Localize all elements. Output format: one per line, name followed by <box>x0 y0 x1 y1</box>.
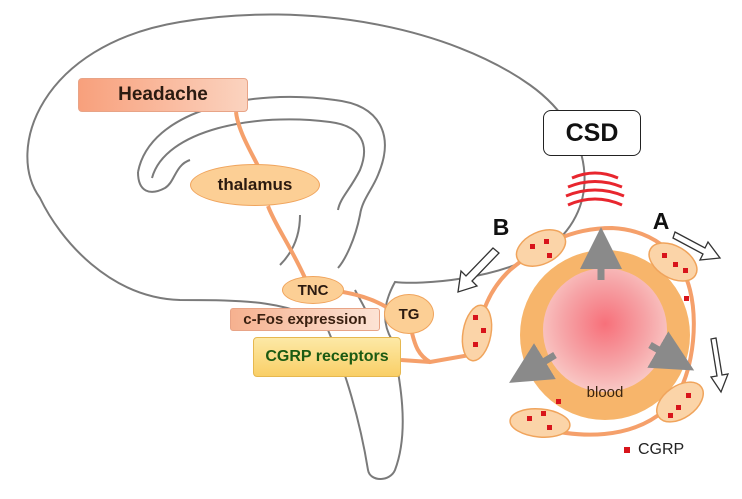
cgrp-legend: CGRP <box>624 438 714 462</box>
vessel-arrow-left <box>509 343 557 383</box>
cgrp-marker <box>683 268 688 273</box>
csd-wave-1 <box>571 171 619 180</box>
cgrp-receptors-box: CGRP receptors <box>253 337 401 377</box>
pathway-thalamus-tnc <box>266 205 307 279</box>
cgrp-marker <box>527 416 532 421</box>
csd-box: CSD <box>543 110 641 156</box>
thalamus-node: thalamus <box>190 164 320 206</box>
cgrp-markers <box>473 239 691 430</box>
arrow-b <box>457 247 500 293</box>
cgrp-legend-marker <box>624 447 630 453</box>
cfos-expression-box: c-Fos expression <box>230 308 380 331</box>
pathway-branch-receptors <box>400 358 431 364</box>
blood-lumen <box>543 268 667 392</box>
cgrp-marker <box>673 262 678 267</box>
cgrp-marker <box>544 239 549 244</box>
cgrp-marker <box>556 399 561 404</box>
csd-wave-4 <box>567 197 623 207</box>
cgrp-marker <box>668 413 673 418</box>
cgrp-marker <box>541 411 546 416</box>
cgrp-marker <box>662 253 667 258</box>
tnc-node: TNC <box>282 276 344 304</box>
csd-wave-3 <box>565 188 625 198</box>
cgrp-marker <box>481 328 486 333</box>
label-a: A <box>652 207 670 234</box>
pathway-headache-thalamus <box>234 111 260 167</box>
cgrp-legend-label: CGRP <box>638 441 685 458</box>
headache-box: Headache <box>78 78 248 112</box>
nerve-ending-left <box>461 304 493 362</box>
blood-label: blood <box>586 383 624 401</box>
cgrp-marker <box>530 244 535 249</box>
corpus-callosum-inner <box>151 118 365 211</box>
csd-wave-2 <box>567 180 623 189</box>
nerve-ending-right <box>656 381 704 423</box>
cgrp-marker <box>686 393 691 398</box>
arrow-a-right <box>709 337 730 394</box>
cgrp-marker <box>547 253 552 258</box>
pathway-tnc-tg <box>342 290 390 310</box>
cgrp-marker <box>676 405 681 410</box>
cgrp-marker <box>547 425 552 430</box>
nerve-ending-bottom <box>509 408 571 438</box>
ventricle-outline <box>137 159 191 193</box>
cgrp-marker <box>684 296 689 301</box>
cgrp-marker <box>473 315 478 320</box>
vessel-arrow-right <box>647 331 695 371</box>
label-b: B <box>492 213 510 240</box>
arrow-a-top <box>672 231 722 261</box>
nerve-ending-top-left <box>515 229 567 267</box>
tg-node: TG <box>384 294 434 334</box>
cgrp-marker <box>473 342 478 347</box>
